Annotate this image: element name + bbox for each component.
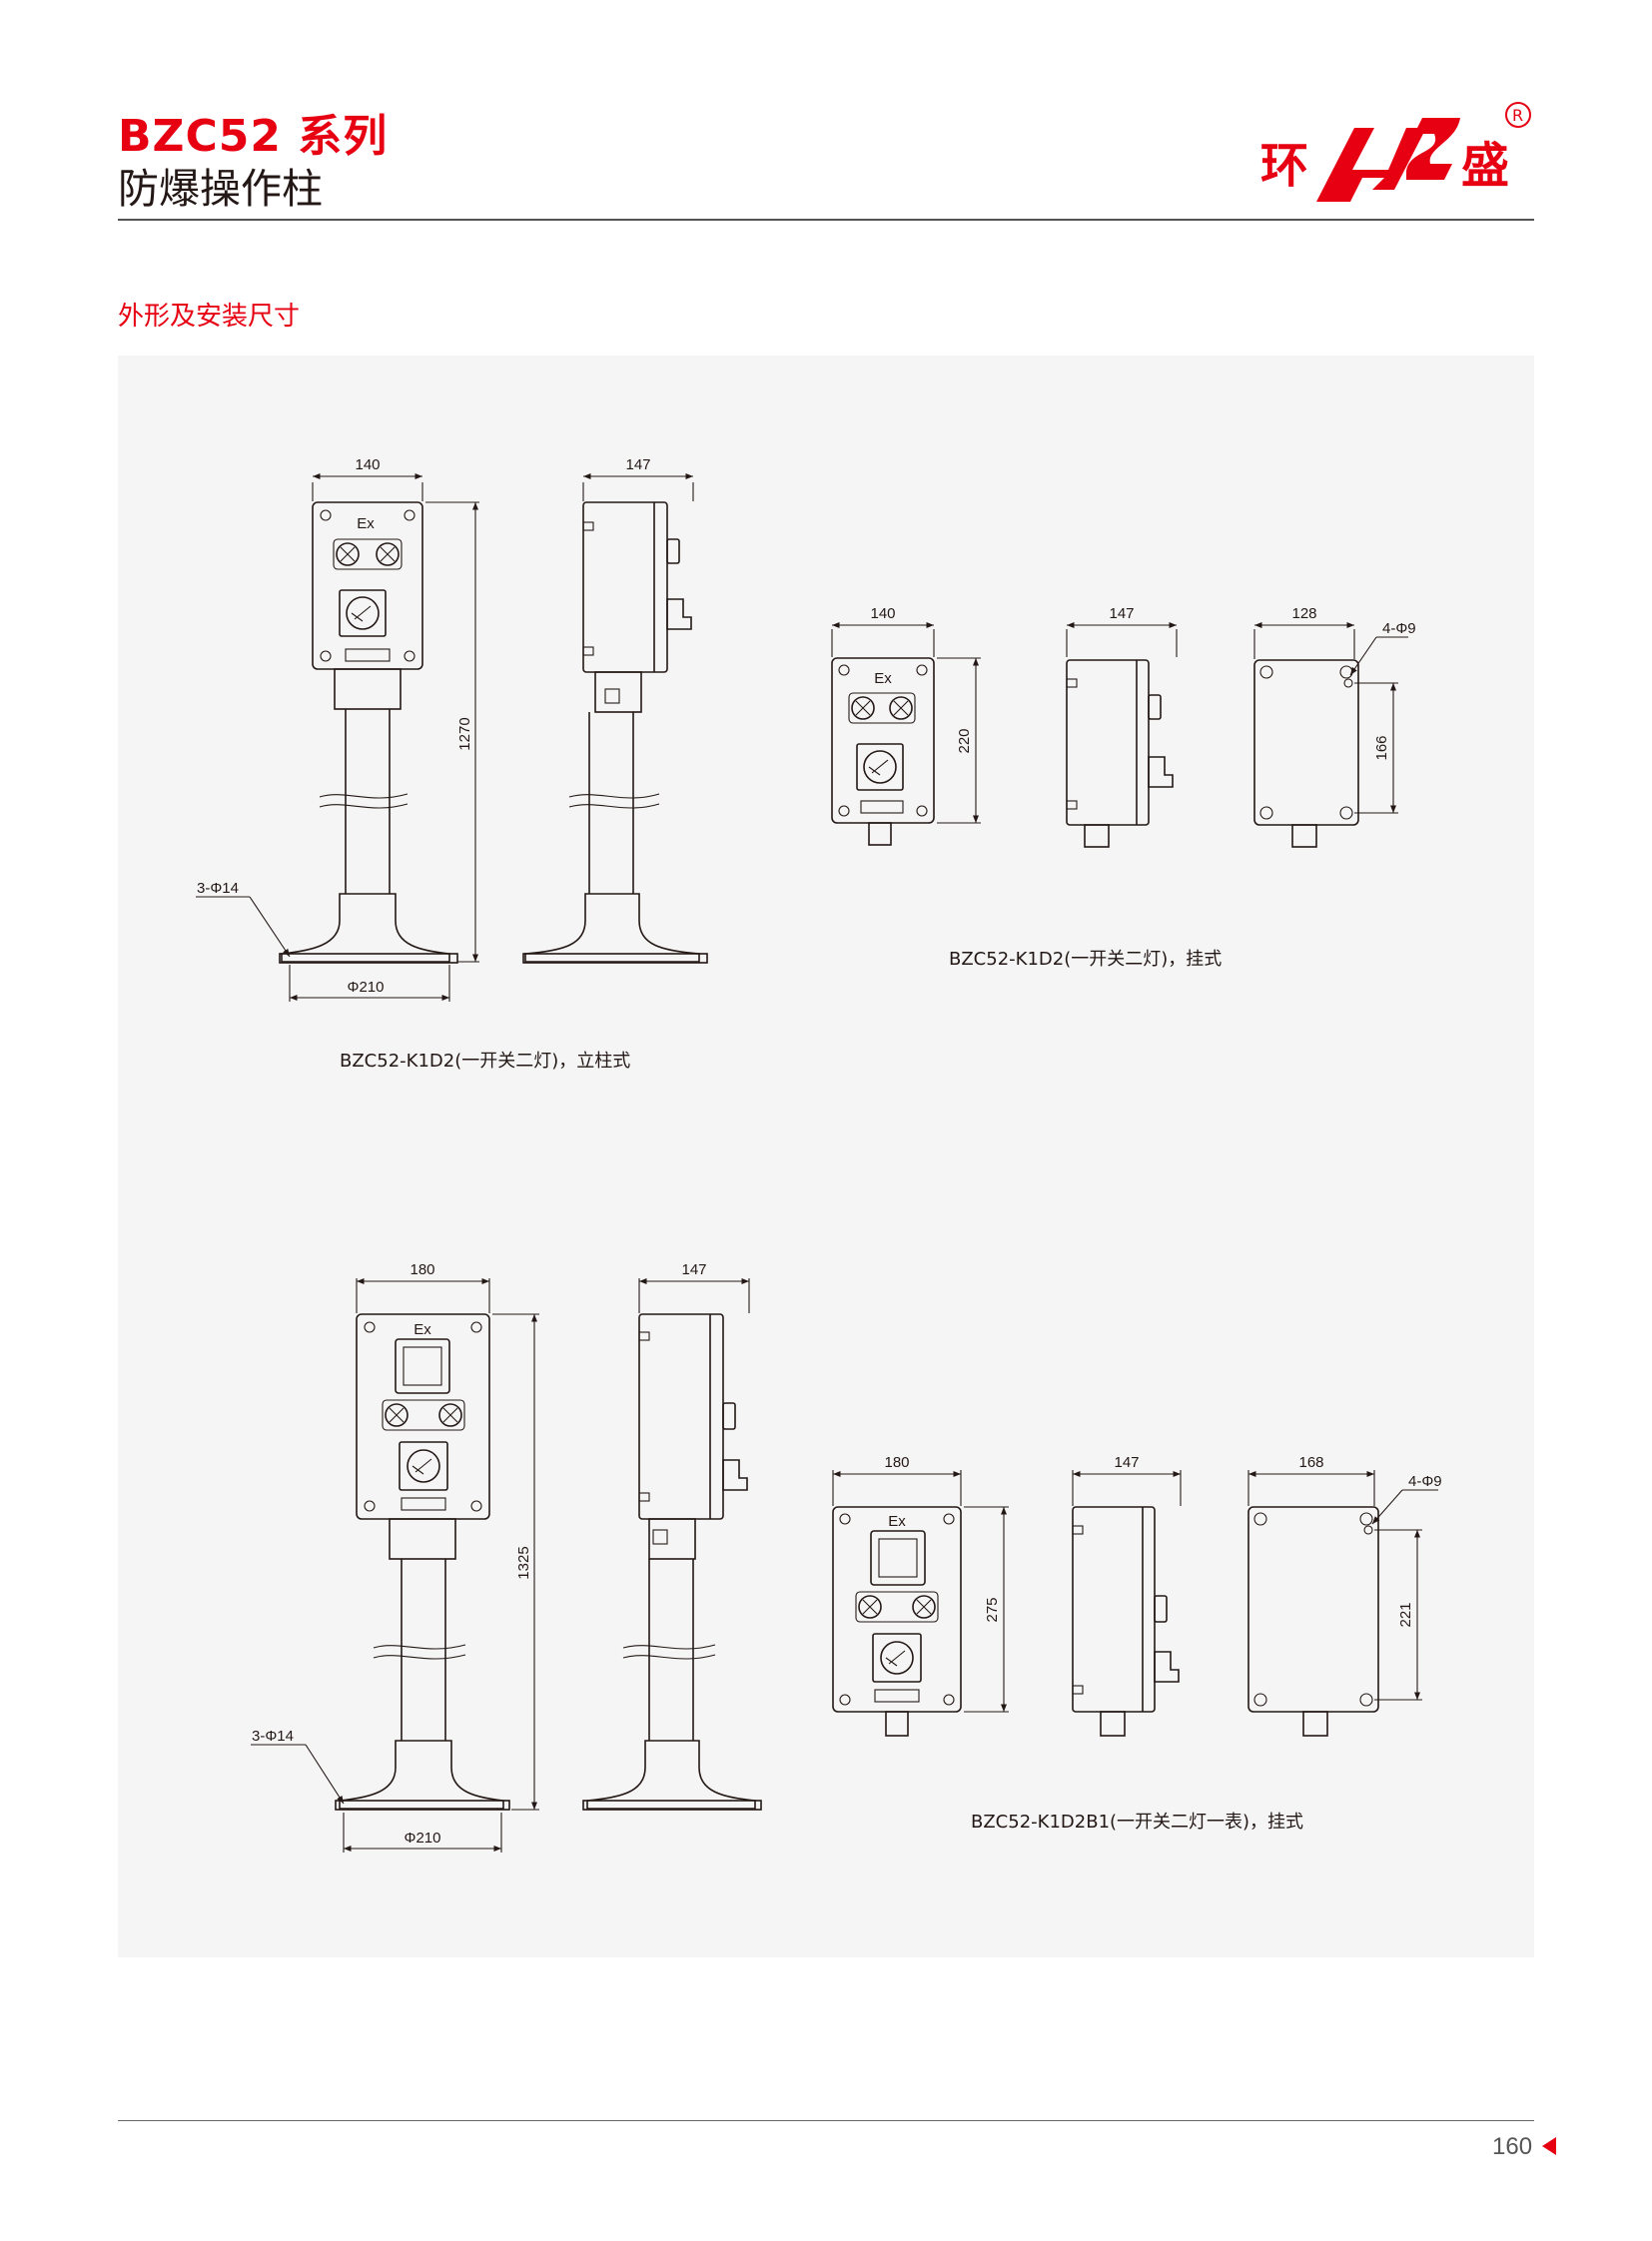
d3-width-label: 180: [410, 1261, 434, 1278]
svg-text:盛: 盛: [1461, 138, 1509, 194]
d2-ex-mark: Ex: [874, 670, 892, 687]
footer-divider: [118, 2120, 1534, 2121]
d1-caption: BZC52-K1D2(一开关二灯)，立柱式: [340, 1051, 630, 1072]
d2-side-view: 147: [1066, 605, 1178, 848]
d1-width-label: 140: [355, 456, 380, 473]
d2-mount-height-label: 166: [1373, 735, 1390, 760]
d4-caption: BZC52-K1D2B1(一开关二灯一表)，挂式: [971, 1812, 1303, 1833]
d3-ex-mark: Ex: [413, 1321, 431, 1338]
d1-holes-label: 3-Φ14: [197, 880, 239, 897]
d4-height-label: 275: [984, 1597, 1001, 1622]
d1-depth-label: 147: [625, 456, 650, 473]
d3-depth-label: 147: [681, 1261, 706, 1278]
d4-depth-label: 147: [1114, 1454, 1139, 1471]
d3-front-view: 180 Ex 1325 3-Φ14 Φ210: [251, 1261, 539, 1853]
d3-base-label: Φ210: [405, 1830, 441, 1847]
d3-height-label: 1325: [515, 1546, 532, 1579]
d2-depth-label: 147: [1109, 605, 1134, 622]
product-subtitle: 防爆操作柱: [118, 165, 323, 213]
section-title: 外形及安装尺寸: [118, 302, 301, 332]
d1-ex-mark: Ex: [357, 515, 375, 532]
d3-side-view: 147: [582, 1261, 762, 1811]
d4-ex-mark: Ex: [888, 1513, 906, 1530]
d2-mount-width-label: 128: [1291, 605, 1316, 622]
svg-text:R: R: [1512, 106, 1523, 125]
d4-width-label: 180: [884, 1454, 909, 1471]
d4-back-view: 168 4-Φ9 221: [1247, 1454, 1442, 1737]
d4-front-view: 180 Ex 275: [832, 1454, 1009, 1737]
d2-height-label: 220: [956, 728, 973, 753]
d4-side-view: 147: [1072, 1454, 1182, 1737]
d2-back-view: 128 4-Φ9 166: [1253, 605, 1416, 848]
d1-height-label: 1270: [456, 717, 473, 750]
page-number: 160: [1492, 2133, 1533, 2160]
d4-mount-width-label: 168: [1298, 1454, 1323, 1471]
d1-side-view: 147: [522, 456, 708, 964]
d1-base-label: Φ210: [348, 979, 385, 996]
d1-front-view: 140 Ex 1270 3-Φ14 Φ210: [196, 456, 479, 1002]
d2-caption: BZC52-K1D2(一开关二灯)，挂式: [949, 949, 1222, 970]
page-arrow-icon: [1542, 2137, 1556, 2155]
d2-width-label: 140: [870, 605, 895, 622]
d3-holes-label: 3-Φ14: [252, 1728, 294, 1745]
d2-front-view: 140 Ex 220: [831, 605, 981, 846]
d4-mount-holes-label: 4-Φ9: [1408, 1473, 1442, 1490]
series-title: BZC52 系列: [118, 111, 389, 162]
d4-mount-height-label: 221: [1397, 1602, 1414, 1627]
d2-mount-holes-label: 4-Φ9: [1382, 620, 1416, 637]
brand-logo: 环 盛 R: [1260, 102, 1531, 202]
svg-text:环: 环: [1260, 138, 1308, 194]
header-divider: [118, 219, 1534, 221]
